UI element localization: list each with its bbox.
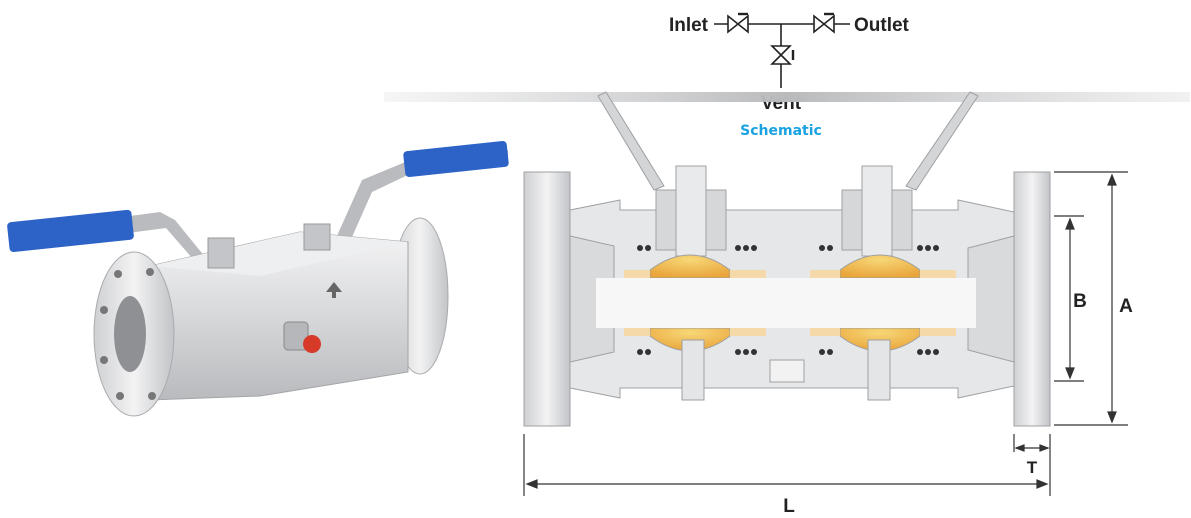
- cross-section: [523, 91, 1051, 427]
- right-stem-section: [861, 165, 893, 257]
- outlet-label: Outlet: [854, 15, 910, 36]
- left-stem: [207, 237, 235, 269]
- inlet-label: Inlet: [669, 15, 709, 36]
- vent-knob-icon: [303, 335, 321, 353]
- dimension-b-label: B: [1073, 291, 1087, 312]
- dimension-lines: [523, 171, 1128, 496]
- dimension-t-label: T: [1027, 458, 1038, 477]
- schematic: [714, 12, 850, 88]
- maker-logo-icon: [326, 282, 342, 298]
- bore: [114, 296, 146, 372]
- left-section-handle: [597, 91, 665, 191]
- right-handle-lever: [336, 150, 508, 246]
- vent-valve-symbol-icon: [770, 45, 792, 65]
- header-bar: [384, 92, 1190, 102]
- dimension-l-label: L: [783, 496, 795, 517]
- left-handle-grip: [7, 209, 134, 253]
- left-stem-section: [675, 165, 707, 257]
- dimension-a-label: A: [1119, 296, 1133, 317]
- outlet-valve-symbol-icon: [813, 14, 835, 34]
- o-rings: [637, 245, 939, 355]
- valve-photo: [7, 141, 509, 417]
- inlet-valve-symbol-icon: [727, 14, 749, 34]
- schematic-caption: Schematic: [740, 123, 822, 139]
- right-handle-grip: [403, 141, 509, 177]
- right-section-handle: [905, 91, 979, 191]
- left-section-flange: [523, 171, 571, 427]
- right-section-flange: [1013, 171, 1051, 427]
- right-stem: [303, 223, 331, 251]
- flow-bore: [596, 278, 976, 328]
- vent-port: [769, 359, 805, 383]
